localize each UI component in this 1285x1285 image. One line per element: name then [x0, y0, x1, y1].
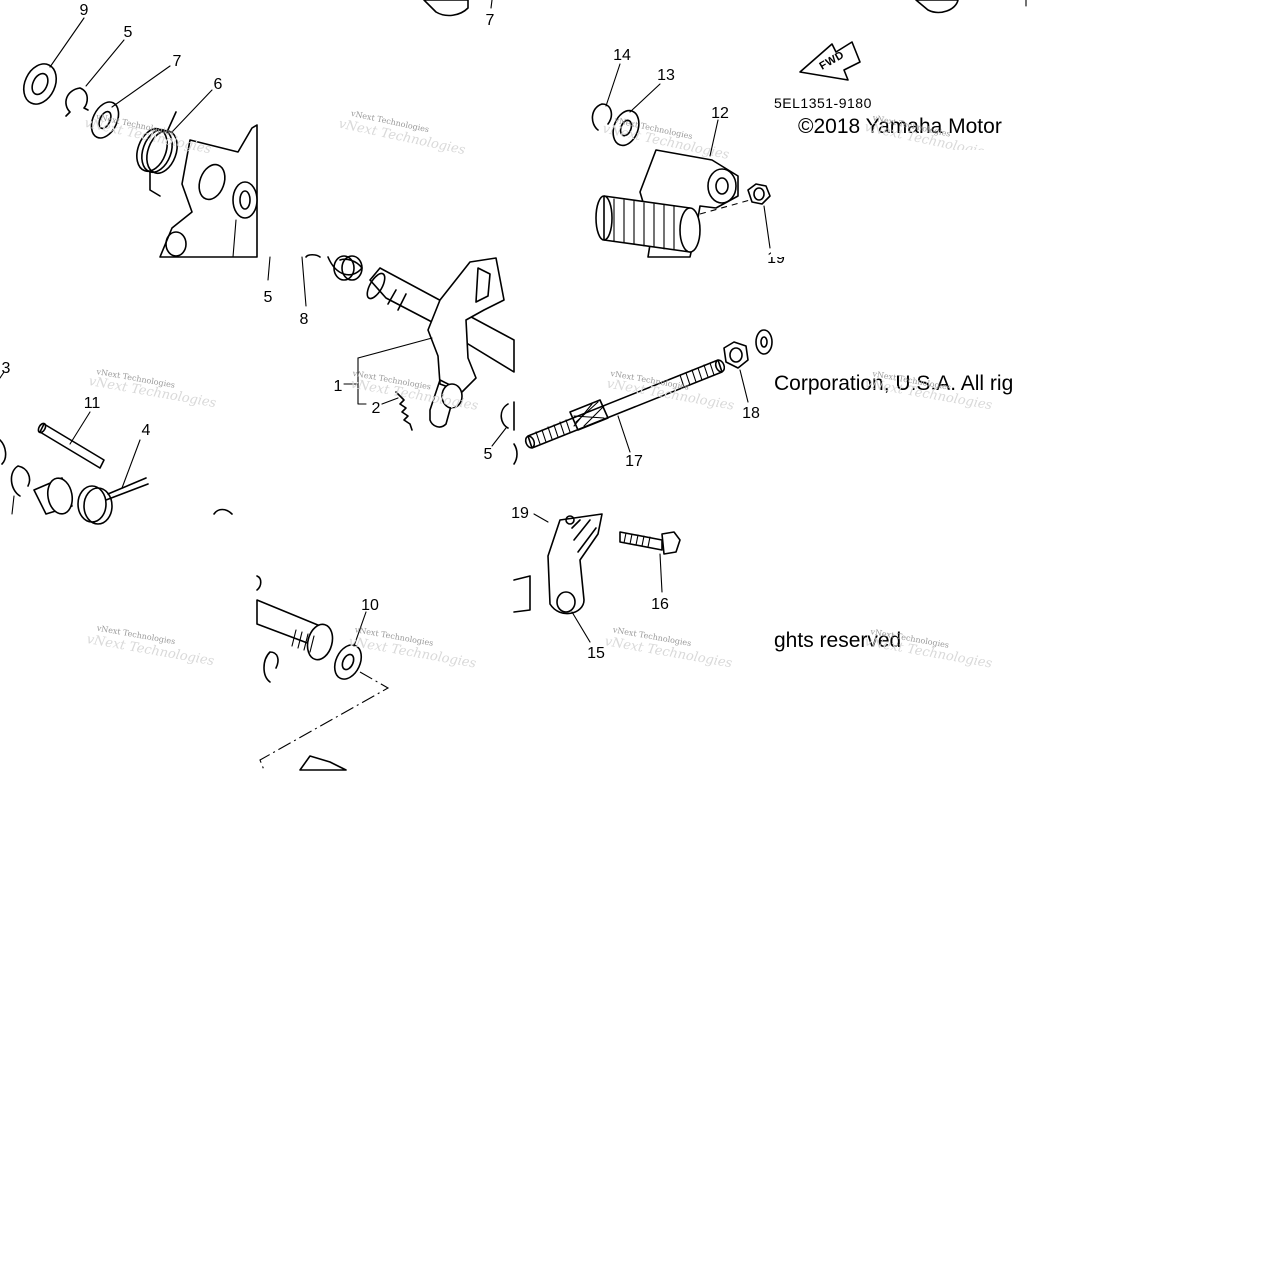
- callout-5: 5: [124, 24, 133, 41]
- circlip-5: [65, 87, 89, 117]
- callout-13: 13: [657, 67, 675, 84]
- callout-4: 4: [142, 422, 151, 439]
- washer-7: [90, 101, 120, 139]
- washer-10: [333, 644, 363, 680]
- callout-6: 6: [214, 76, 223, 93]
- callout-8: 8: [300, 311, 309, 328]
- nut-18: [723, 341, 749, 369]
- callout-19b: 19: [511, 505, 529, 522]
- tile-tie-rod: [513, 329, 773, 465]
- callout-3: 3: [2, 360, 11, 377]
- tile-lower-lever: [513, 513, 681, 643]
- fwd-arrow-icon: FWD: [799, 41, 861, 81]
- shift-selector-arm: [427, 257, 505, 393]
- top-edge-fragment: [423, 0, 493, 17]
- clip-14: [591, 103, 613, 131]
- washer-9: [22, 63, 58, 105]
- callout-2: 2: [372, 400, 381, 417]
- tile-top-left: [22, 17, 258, 258]
- shift-arm-plate: [159, 124, 258, 258]
- spline-end: [291, 623, 334, 661]
- shift-arm-15: [513, 513, 603, 615]
- tile-lower-left: [0, 371, 233, 525]
- bolt-16: [619, 531, 681, 555]
- callout-11: 11: [84, 395, 101, 412]
- callout-16: 16: [651, 596, 669, 613]
- callout-9: 9: [80, 2, 89, 19]
- callout-18: 18: [742, 405, 760, 422]
- rod-thread-left: [535, 419, 571, 445]
- callout-5c: 5: [484, 446, 493, 463]
- tile-shift-lever: FWD: [591, 41, 861, 258]
- callout-labels: 9 5 7 6 7 14 13 12 19 5 8 3 11 4 1 2 5 1…: [2, 2, 785, 662]
- callout-1: 1: [334, 378, 343, 395]
- callout-12: 12: [711, 105, 729, 122]
- drawing-code: 5EL1351-9180: [774, 95, 872, 111]
- tile-shaft-splines: [256, 575, 390, 771]
- nut-19: [747, 183, 771, 205]
- washer-13: [612, 109, 640, 147]
- copyright-line-1: ©2018 Yamaha Motor: [798, 115, 1002, 138]
- callout-15: 15: [587, 645, 605, 662]
- spring-2: [395, 391, 413, 431]
- callout-7b: 7: [486, 12, 495, 29]
- spring-4: [77, 477, 149, 525]
- callout-7: 7: [173, 53, 182, 70]
- callout-5b: 5: [264, 289, 273, 306]
- copyright-line-2: Corporation, U.S.A. All rig: [774, 372, 1013, 395]
- callout-17: 17: [625, 453, 643, 470]
- torsion-spring-6: [136, 111, 178, 197]
- callout-10: 10: [361, 597, 379, 614]
- copyright-line-3: ghts reserved: [774, 629, 901, 652]
- pin-11: [37, 422, 105, 469]
- callout-14: 14: [613, 47, 631, 64]
- tie-rod-17: [524, 359, 726, 449]
- tile-shift-shaft: [267, 253, 515, 447]
- rod-thread-right: [679, 362, 715, 388]
- pedal-rubber: [595, 195, 701, 253]
- top-right-fragment: [915, 0, 1027, 14]
